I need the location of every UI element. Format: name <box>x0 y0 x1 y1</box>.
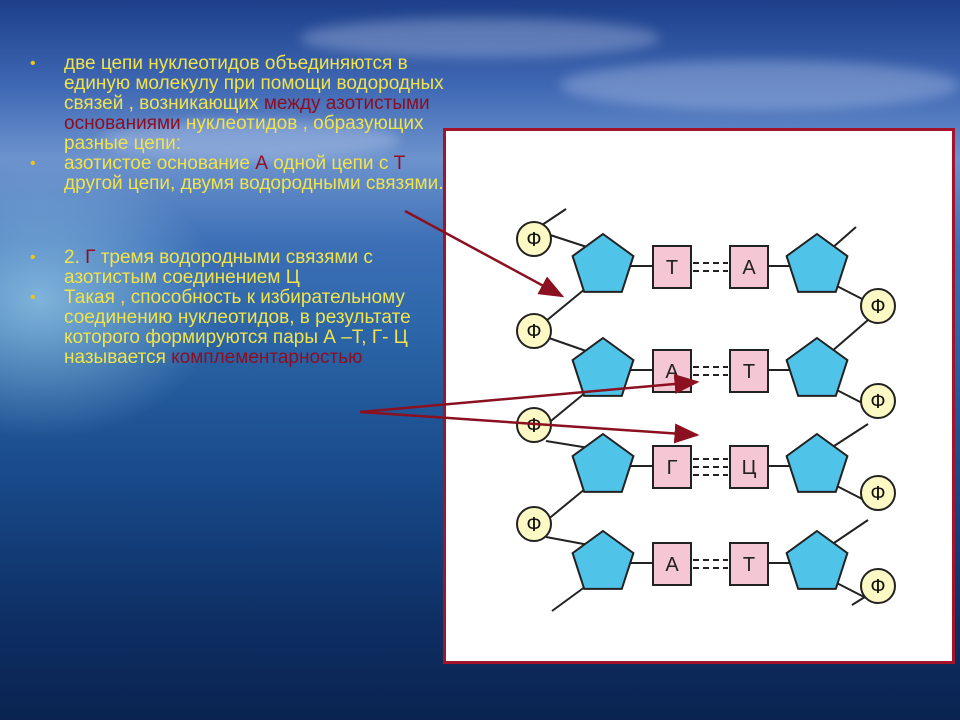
text-run: Такая , способность к избирательному сое… <box>64 287 411 368</box>
bullet-paragraph: • азотистое основание А одной цепи с Т др… <box>30 154 450 194</box>
bullet-2-text: 2. Г тремя водородными связями с азотист… <box>64 247 373 288</box>
text-run: одной цепи с <box>267 153 394 174</box>
text-run: Т <box>393 153 406 174</box>
phosphate-circle <box>860 568 896 604</box>
phosphate-circle <box>860 288 896 324</box>
backbone-bond <box>545 536 590 546</box>
sugar-pentagon <box>571 232 635 293</box>
backbone-bond <box>545 336 590 353</box>
base-label: А <box>665 554 679 576</box>
phosphate-label: Ф <box>526 514 541 536</box>
backbone-bond <box>830 519 869 546</box>
backbone-bond <box>830 319 869 353</box>
dna-diagram: Т А А Т Г Ц А Т Ф Ф Ф Ф Ф Ф Ф Ф <box>516 208 896 612</box>
bullet-paragraph: • две цепи нуклеотидов объединяются в еди… <box>30 54 450 154</box>
phosphate-label: Ф <box>526 321 541 343</box>
base-label: Ц <box>742 457 757 479</box>
dna-diagram-frame: Т А А Т Г Ц А Т Ф Ф Ф Ф Ф Ф Ф Ф <box>443 128 955 664</box>
bullet-paragraph: • 2. Г тремя водородными связями с азотис… <box>30 248 450 288</box>
sugar-pentagon <box>571 529 635 590</box>
base-box <box>652 245 692 289</box>
text-run: 2. <box>64 247 86 268</box>
bullet-icon: • <box>30 249 36 266</box>
phosphate-circle <box>860 383 896 419</box>
phosphate-label: Ф <box>870 576 885 598</box>
base-label: А <box>665 361 679 383</box>
base-label: Т <box>743 361 755 383</box>
sugar-pentagon <box>785 529 849 590</box>
base-box <box>729 542 769 586</box>
bullet-paragraph: • Такая , способность к избирательному со… <box>30 288 450 368</box>
bullet-1-text: азотистое основание А одной цепи с Т дру… <box>64 153 444 194</box>
base-box <box>729 349 769 393</box>
backbone-bond <box>830 226 857 250</box>
cloud <box>560 60 960 110</box>
sugar-pentagon <box>571 432 635 493</box>
phosphate-circle <box>860 475 896 511</box>
bullet-icon: • <box>30 289 36 306</box>
phosphate-circle <box>516 506 552 542</box>
base-box <box>729 245 769 289</box>
backbone-bond <box>541 208 567 226</box>
phosphate-circle <box>516 313 552 349</box>
text-run: другой цепи, двумя водородными связями. <box>64 173 444 194</box>
sugar-pentagon <box>785 336 849 397</box>
phosphate-label: Ф <box>870 296 885 318</box>
text-run: А <box>255 153 268 174</box>
base-label: Г <box>667 457 678 479</box>
text-run: Г <box>85 247 96 268</box>
cloud <box>300 18 660 58</box>
base-label: Т <box>743 554 755 576</box>
backbone-bond <box>545 440 590 449</box>
base-box <box>652 445 692 489</box>
phosphate-label: Ф <box>870 391 885 413</box>
text-run: азотистое основание <box>64 153 256 174</box>
base-box <box>729 445 769 489</box>
text-run: комплементарностью <box>171 347 363 368</box>
bullet-icon: • <box>30 55 36 72</box>
text-run: тремя водородными связями с азотистым со… <box>64 247 373 288</box>
text-run: нуклеотидов , образующих разные цепи: <box>64 113 424 154</box>
slide-text: • две цепи нуклеотидов объединяются в еди… <box>30 54 450 368</box>
bullet-0-text: две цепи нуклеотидов объединяются в един… <box>64 53 444 154</box>
text-run: между азотистыми основаниями <box>64 93 430 134</box>
base-label: А <box>742 257 756 279</box>
sugar-pentagon <box>785 432 849 493</box>
backbone-bond <box>830 423 869 449</box>
bullet-3-text: Такая , способность к избирательному сое… <box>64 287 411 368</box>
phosphate-label: Ф <box>526 415 541 437</box>
bullet-icon: • <box>30 155 36 172</box>
sugar-pentagon <box>571 336 635 397</box>
base-box <box>652 542 692 586</box>
text-run: две цепи нуклеотидов объединяются в един… <box>64 53 444 114</box>
phosphate-label: Ф <box>526 229 541 251</box>
phosphate-label: Ф <box>870 483 885 505</box>
base-label: Т <box>666 257 678 279</box>
cloud <box>100 120 400 160</box>
sugar-pentagon <box>785 232 849 293</box>
